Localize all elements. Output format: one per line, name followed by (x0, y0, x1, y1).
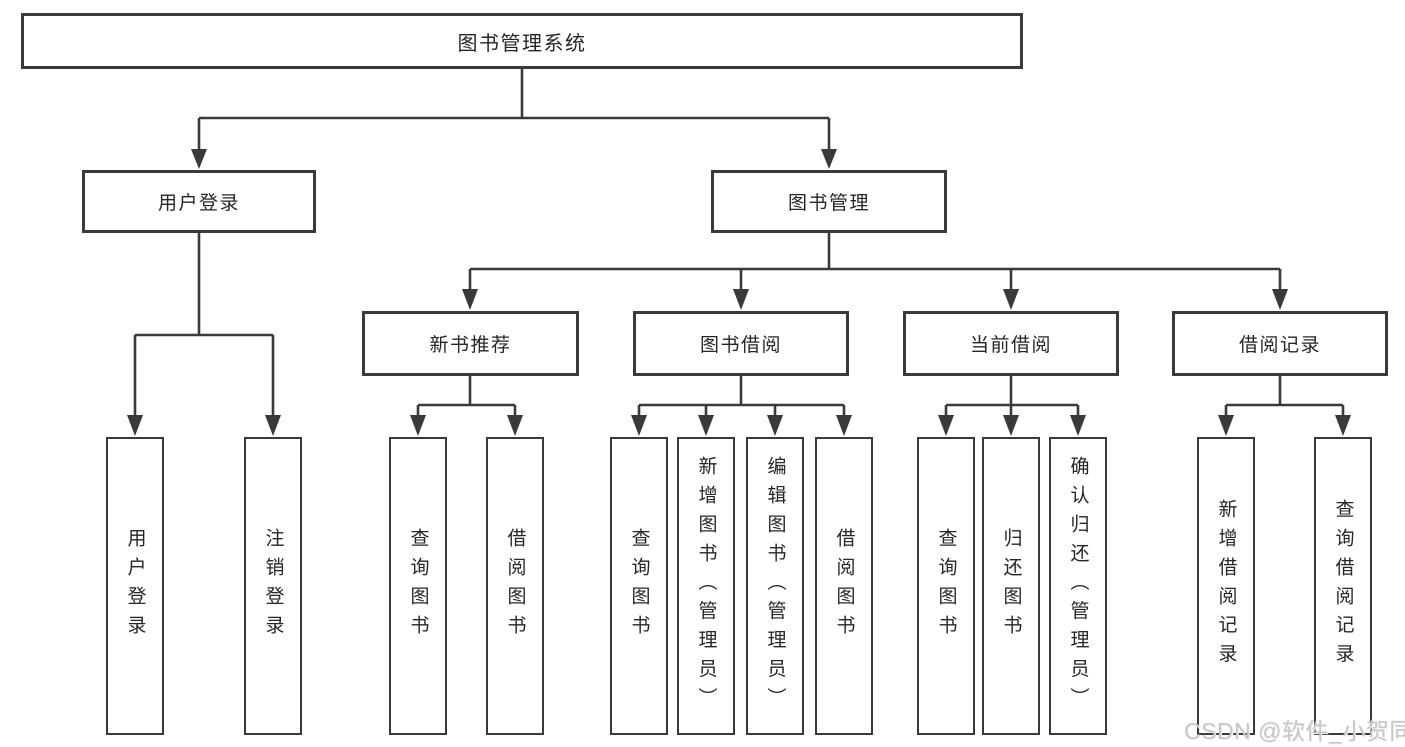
node-borrowing-records: 借阅记录 (1172, 311, 1388, 376)
leaf-add-books-admin: 新增图书（管理员） (677, 437, 735, 735)
branch-user-login (127, 233, 281, 436)
node-book-management: 图书管理 (711, 170, 947, 233)
leaf-borrow-books-recommend: 借阅图书 (486, 437, 544, 735)
csdn-watermark: CSDN @软件_小贺同学 (1184, 718, 1405, 744)
leaf-query-borrow-record: 查询借阅记录 (1314, 437, 1372, 735)
leaf-borrow-books: 借阅图书 (815, 437, 873, 735)
branch-book-management (462, 233, 1288, 310)
leaf-edit-books-admin-label: 编辑图书（管理员） (764, 456, 786, 716)
leaf-query-borrow-record-label: 查询借阅记录 (1332, 499, 1354, 673)
leaf-borrow-books-recommend-label: 借阅图书 (504, 528, 526, 644)
node-book-management-label: 图书管理 (787, 193, 870, 214)
node-book-management-system: 图书管理系统 (21, 13, 1023, 69)
branch-borrowing-records (1218, 376, 1351, 436)
leaf-return-books: 归还图书 (982, 437, 1040, 735)
node-borrowing-records-label: 借阅记录 (1238, 335, 1321, 356)
leaf-query-books-recommend: 查询图书 (389, 437, 447, 735)
leaf-return-books-label: 归还图书 (1000, 528, 1022, 644)
leaf-query-books-current-label: 查询图书 (935, 528, 957, 644)
node-user-login: 用户登录 (82, 170, 316, 233)
node-new-book-recommend-label: 新书推荐 (429, 335, 512, 356)
branch-current-borrowing (938, 376, 1086, 436)
leaf-confirm-return-admin: 确认归还（管理员） (1049, 437, 1107, 735)
leaf-user-login: 用户登录 (106, 437, 164, 735)
branch-root (191, 69, 837, 169)
leaf-logout: 注销登录 (244, 437, 302, 735)
leaf-query-books-current: 查询图书 (917, 437, 975, 735)
leaf-add-borrow-record: 新增借阅记录 (1197, 437, 1255, 735)
node-user-login-label: 用户登录 (157, 193, 240, 214)
node-new-book-recommend: 新书推荐 (362, 311, 579, 376)
leaf-user-login-label: 用户登录 (124, 528, 146, 644)
node-book-borrowing-label: 图书借阅 (699, 335, 782, 356)
branch-new-book-recommend (410, 376, 523, 436)
node-current-borrowing: 当前借阅 (903, 311, 1119, 376)
leaf-logout-label: 注销登录 (262, 528, 284, 644)
leaf-query-books-borrowing-label: 查询图书 (628, 528, 650, 644)
leaf-add-books-admin-label: 新增图书（管理员） (695, 456, 717, 716)
branch-book-borrowing (631, 376, 852, 436)
leaf-confirm-return-admin-label: 确认归还（管理员） (1067, 456, 1089, 716)
leaf-add-borrow-record-label: 新增借阅记录 (1215, 499, 1237, 673)
leaf-query-books-recommend-label: 查询图书 (407, 528, 429, 644)
node-book-management-system-label: 图书管理系统 (457, 32, 587, 55)
leaf-borrow-books-label: 借阅图书 (833, 528, 855, 644)
node-book-borrowing: 图书借阅 (633, 311, 849, 376)
leaf-edit-books-admin: 编辑图书（管理员） (746, 437, 804, 735)
node-current-borrowing-label: 当前借阅 (969, 335, 1052, 356)
leaf-query-books-borrowing: 查询图书 (610, 437, 668, 735)
